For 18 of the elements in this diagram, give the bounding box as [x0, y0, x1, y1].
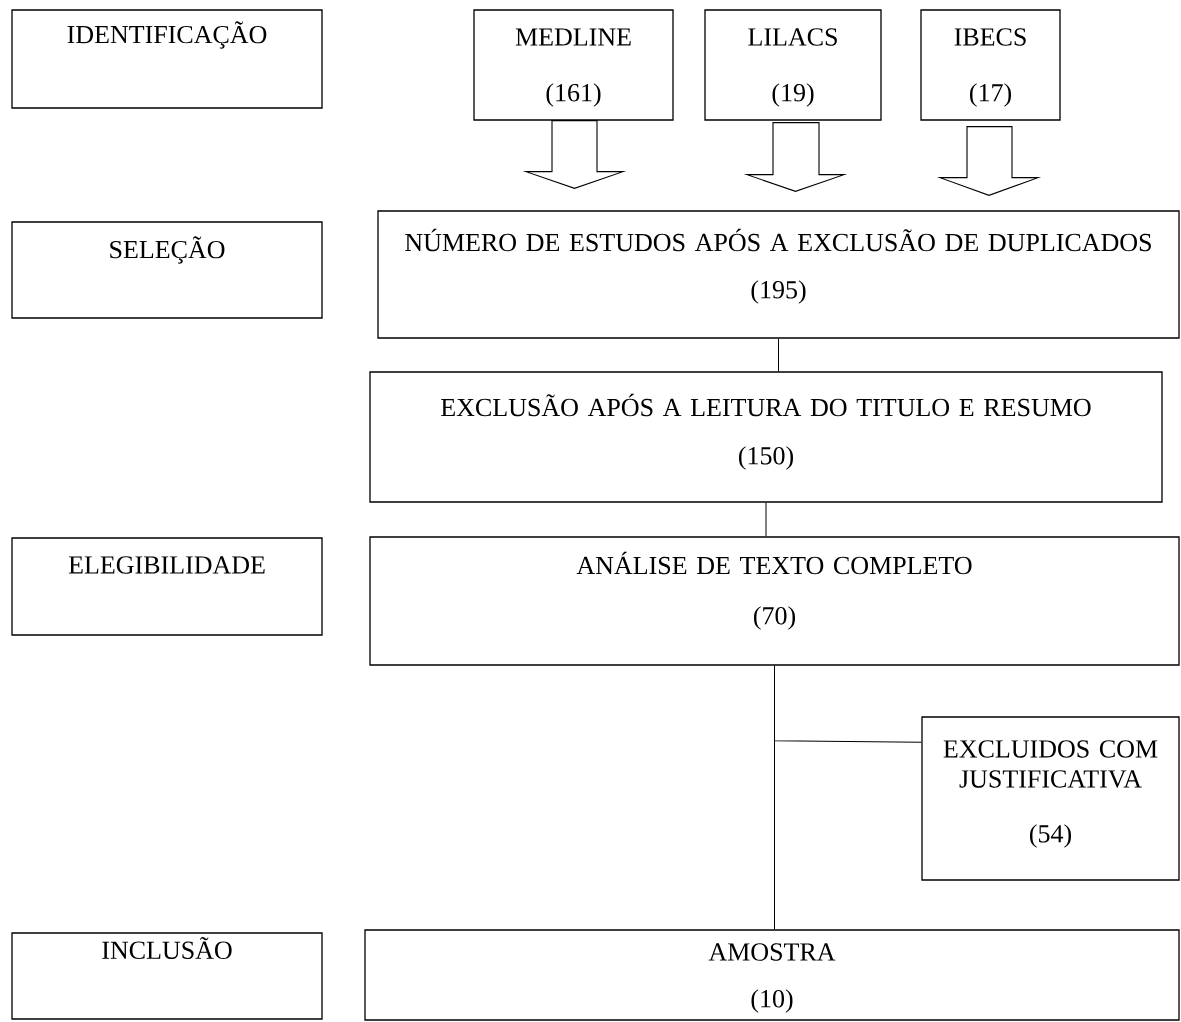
database-box: MEDLINE (161) — [473, 9, 674, 121]
database-box: LILACS (19) — [704, 9, 882, 121]
exclusion-box: EXCLUIDOS COM JUSTIFICATIVA (54) — [921, 716, 1180, 881]
connector-line — [778, 338, 779, 372]
block-arrow — [743, 122, 848, 192]
block-arrow — [522, 120, 627, 189]
stage-box: ELEGIBILIDADE — [11, 537, 323, 636]
block-arrow — [936, 126, 1042, 196]
stage-box: IDENTIFICAÇÃO — [11, 9, 323, 109]
database-box: IBECS (17) — [920, 9, 1061, 121]
stage-box: INCLUSÃO — [11, 932, 323, 1020]
connector-line — [774, 665, 922, 743]
stage-box: SELEÇÃO — [11, 221, 323, 319]
process-box: AMOSTRA (10) — [364, 929, 1180, 1021]
process-box: NÚMERO DE ESTUDOS APÓS A EXCLUSÃO DE DUPLICADOS (195) — [377, 210, 1180, 339]
connector-line — [765, 502, 767, 537]
process-box: EXCLUSÃO APÓS A LEITURA DO TITULO E RESUMO (150) — [369, 371, 1163, 503]
process-box: ANÁLISE DE TEXTO COMPLETO (70) — [369, 536, 1180, 666]
